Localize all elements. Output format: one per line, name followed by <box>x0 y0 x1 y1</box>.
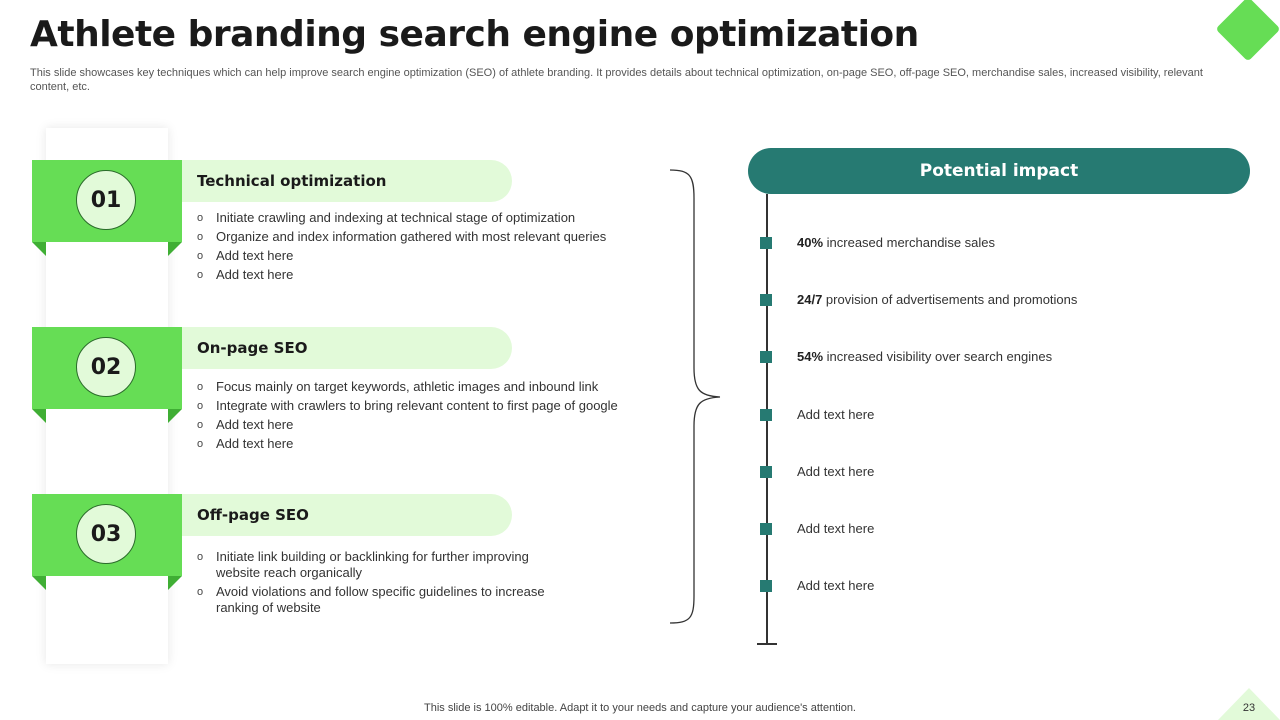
technique-heading: On-page SEO <box>197 339 308 357</box>
timeline-end-cap <box>757 643 777 645</box>
bullet-item: Initiate crawling and indexing at techni… <box>197 210 657 226</box>
bullet-item: Add text here <box>197 417 657 433</box>
slide-title: Athlete branding search engine optimizat… <box>30 14 919 55</box>
square-marker-icon <box>760 351 772 363</box>
impact-text: Add text here <box>797 521 875 536</box>
page-number: 23 <box>1242 702 1256 714</box>
square-marker-icon <box>760 237 772 249</box>
bullet-list: Initiate crawling and indexing at techni… <box>197 210 657 286</box>
square-marker-icon <box>760 409 772 421</box>
heading-pill <box>182 494 512 536</box>
slide-footer: This slide is 100% editable. Adapt it to… <box>424 702 856 714</box>
bullet-item: Avoid violations and follow specific gui… <box>197 584 567 616</box>
impact-header: Potential impact <box>748 148 1250 194</box>
bullet-item: Focus mainly on target keywords, athleti… <box>197 379 657 395</box>
impact-text: Add text here <box>797 407 875 422</box>
heading-pill <box>182 327 512 369</box>
bullet-item: Add text here <box>197 248 657 264</box>
technique-heading: Off-page SEO <box>197 506 309 524</box>
impact-text: provision of advertisements and promotio… <box>822 292 1078 307</box>
number-circle: 01 <box>76 170 136 230</box>
bullet-item: Initiate link building or backlinking fo… <box>197 549 567 581</box>
square-marker-icon <box>760 580 772 592</box>
corner-diamond-icon <box>1215 0 1280 62</box>
impact-text: increased visibility over search engines <box>823 349 1053 364</box>
impact-highlight: 54% <box>797 349 824 364</box>
number-circle: 02 <box>76 337 136 397</box>
bullet-item: Add text here <box>197 267 657 283</box>
square-marker-icon <box>760 294 772 306</box>
number-badge: 02 <box>32 327 182 423</box>
impact-highlight: 24/7 <box>797 292 823 307</box>
bullet-item: Add text here <box>197 436 657 452</box>
bullet-list: Initiate link building or backlinking fo… <box>197 549 567 619</box>
page-number-triangle-icon <box>1218 688 1280 720</box>
bullet-item: Organize and index information gathered … <box>197 229 657 245</box>
number-badge: 03 <box>32 494 182 590</box>
bullet-item: Integrate with crawlers to bring relevan… <box>197 398 657 414</box>
square-marker-icon <box>760 466 772 478</box>
impact-text: Add text here <box>797 464 875 479</box>
number-circle: 03 <box>76 504 136 564</box>
curly-brace-icon <box>669 169 721 624</box>
heading-pill <box>182 160 512 202</box>
slide-subtitle: This slide showcases key techniques whic… <box>30 67 1203 93</box>
impact-text: Add text here <box>797 578 875 593</box>
technique-heading: Technical optimization <box>197 172 387 190</box>
impact-highlight: 40% <box>797 235 824 250</box>
square-marker-icon <box>760 523 772 535</box>
impact-text: increased merchandise sales <box>823 235 996 250</box>
number-badge: 01 <box>32 160 182 256</box>
bullet-list: Focus mainly on target keywords, athleti… <box>197 379 657 455</box>
